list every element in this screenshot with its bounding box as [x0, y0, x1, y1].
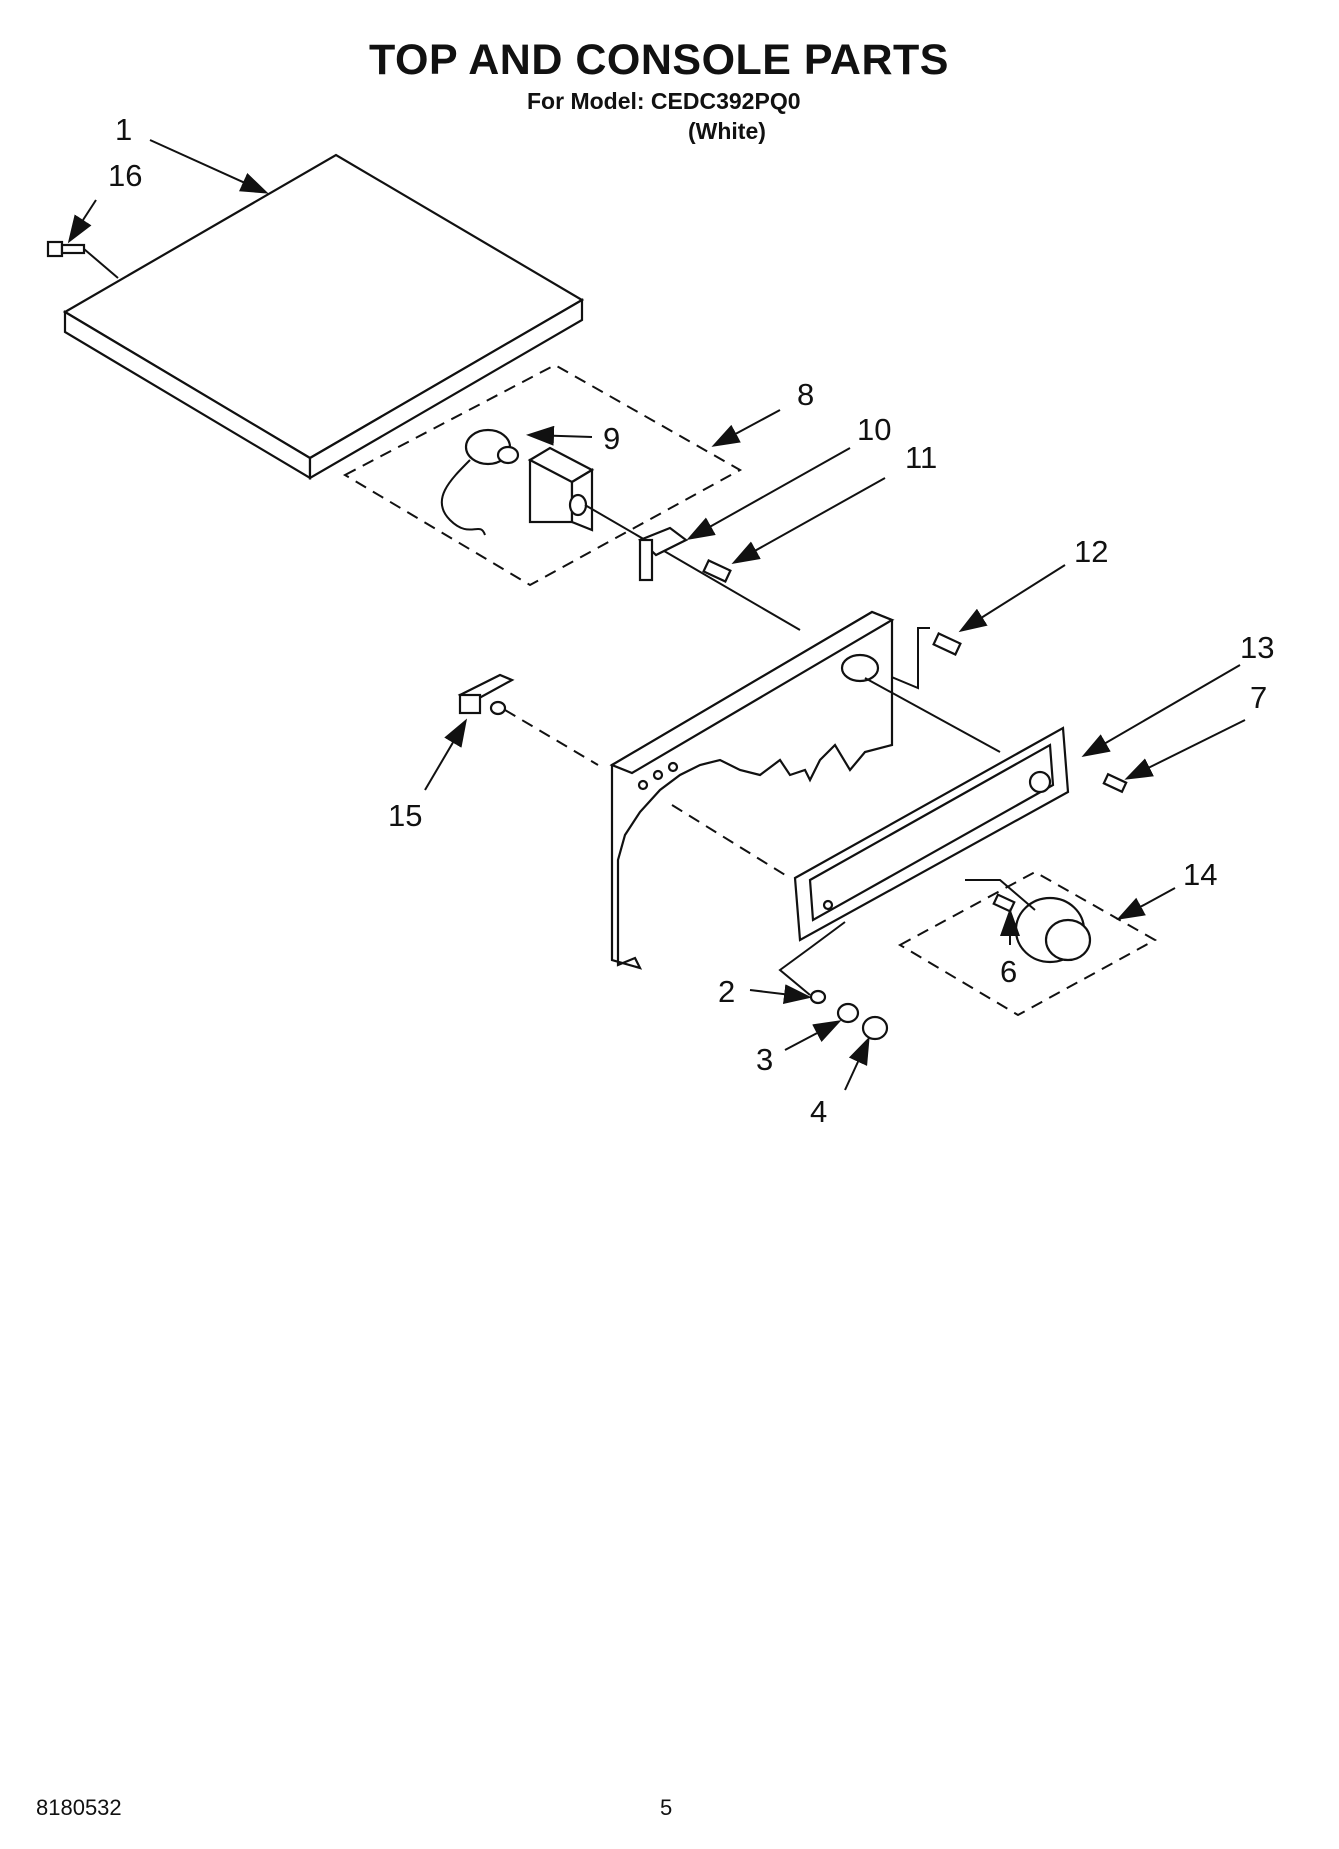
callout-6: 6: [1000, 954, 1017, 989]
ring-2-part: [809, 989, 827, 1005]
callout-11: 11: [905, 440, 937, 475]
guide-line-hardware: [778, 921, 846, 996]
screw-11-part: [702, 559, 732, 583]
console-bezel-13-part: [793, 726, 1070, 942]
callout-4: 4: [810, 1094, 827, 1129]
page-title: TOP AND CONSOLE PARTS: [369, 36, 949, 84]
pin-7-part: [1102, 772, 1128, 794]
guide-line-15: [504, 709, 599, 766]
callout-13: 13: [1240, 630, 1274, 665]
guide-line-knob: [965, 879, 1036, 911]
bracket-10-part: [637, 526, 689, 582]
callout-14: 14: [1183, 857, 1217, 892]
console-panel-part: [609, 610, 895, 970]
callout-16: 16: [108, 158, 142, 193]
group-outline-14: [897, 870, 1158, 1017]
document-number: 8180532: [36, 1795, 122, 1820]
callout-10: 10: [857, 412, 891, 447]
callout-1: 1: [115, 112, 132, 147]
switch-15-part: [457, 673, 515, 716]
callout-7: 7: [1250, 680, 1267, 715]
guide-line-bezel: [671, 804, 791, 879]
knob-14-part: [1014, 896, 1092, 964]
nut-4-part: [861, 1015, 889, 1041]
model-line: For Model: CEDC392PQ0: [527, 88, 801, 114]
callout-2: 2: [718, 974, 735, 1009]
guide-line-switch: [864, 677, 1001, 753]
screw-12-part: [869, 627, 962, 690]
washer-3-part: [836, 1002, 860, 1024]
group-outline-8: [342, 363, 743, 587]
screw-16-part: [46, 240, 119, 279]
timer-switch-8-part: [527, 446, 801, 631]
top-panel-part: [62, 153, 585, 480]
callout-9: 9: [603, 421, 620, 456]
color-line: (White): [688, 118, 766, 144]
callout-8: 8: [797, 377, 814, 412]
callout-3: 3: [756, 1042, 773, 1077]
page-number: 5: [660, 1795, 673, 1820]
callout-12: 12: [1074, 534, 1108, 569]
callout-15: 15: [388, 798, 422, 833]
motor-assembly-9-part: [440, 428, 520, 536]
clip-6-part: [992, 893, 1016, 913]
